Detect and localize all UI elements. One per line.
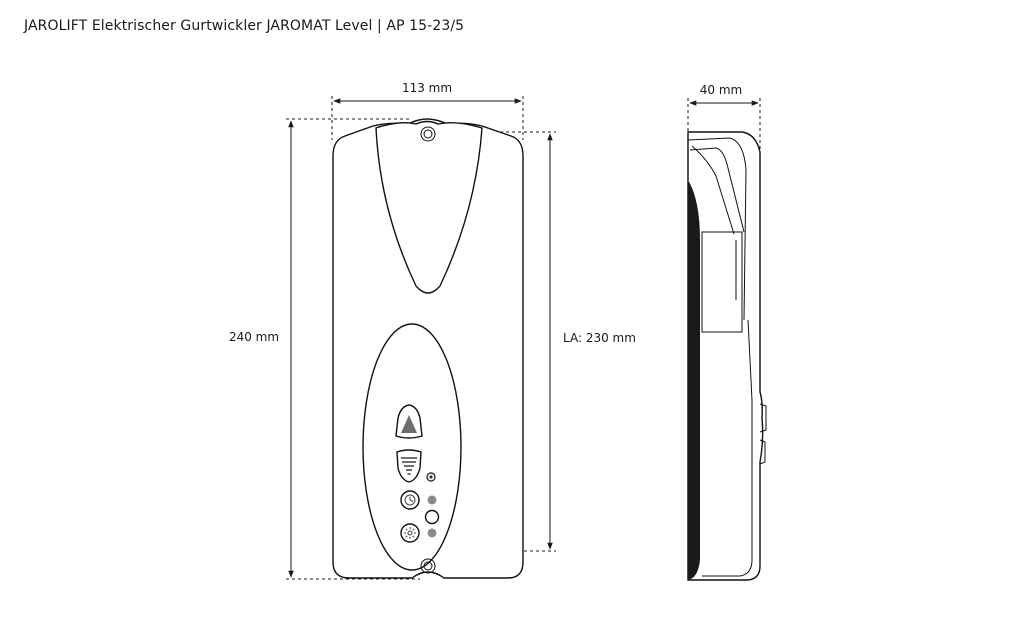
clock-led-icon	[427, 495, 437, 505]
status-led-icon	[426, 472, 436, 482]
upper-cover	[375, 120, 483, 294]
clock-icon	[404, 494, 416, 506]
sun-led-icon	[427, 528, 437, 538]
inner-compartment	[701, 231, 743, 333]
hole-spacing-label: LA: 230 mm	[563, 331, 636, 345]
control-panel	[362, 323, 462, 571]
triangle-up-icon	[401, 415, 417, 433]
top-screw-inner	[423, 129, 433, 139]
clock-button[interactable]	[400, 490, 420, 510]
back-plate	[688, 180, 700, 580]
side-button-lower	[759, 439, 766, 465]
bottom-screw-icon	[420, 558, 436, 574]
sun-icon	[404, 527, 416, 539]
down-button[interactable]	[396, 449, 422, 483]
round-button[interactable]	[424, 509, 440, 525]
side-profile	[687, 131, 764, 581]
sun-button[interactable]	[400, 523, 420, 543]
depth-label: 40 mm	[700, 83, 742, 97]
side-button-upper	[759, 403, 767, 433]
side-view: 40 mm	[687, 83, 767, 581]
triangle-down-lines-icon	[401, 457, 417, 475]
width-label: 113 mm	[402, 81, 452, 95]
height-label: 240 mm	[229, 330, 279, 344]
up-button[interactable]	[395, 404, 423, 439]
front-view: 113 mm 240 mm LA: 230 mm	[229, 81, 636, 580]
page-title: JAROLIFT Elektrischer Gurtwickler JAROMA…	[24, 18, 465, 34]
top-screw-icon	[420, 126, 436, 142]
